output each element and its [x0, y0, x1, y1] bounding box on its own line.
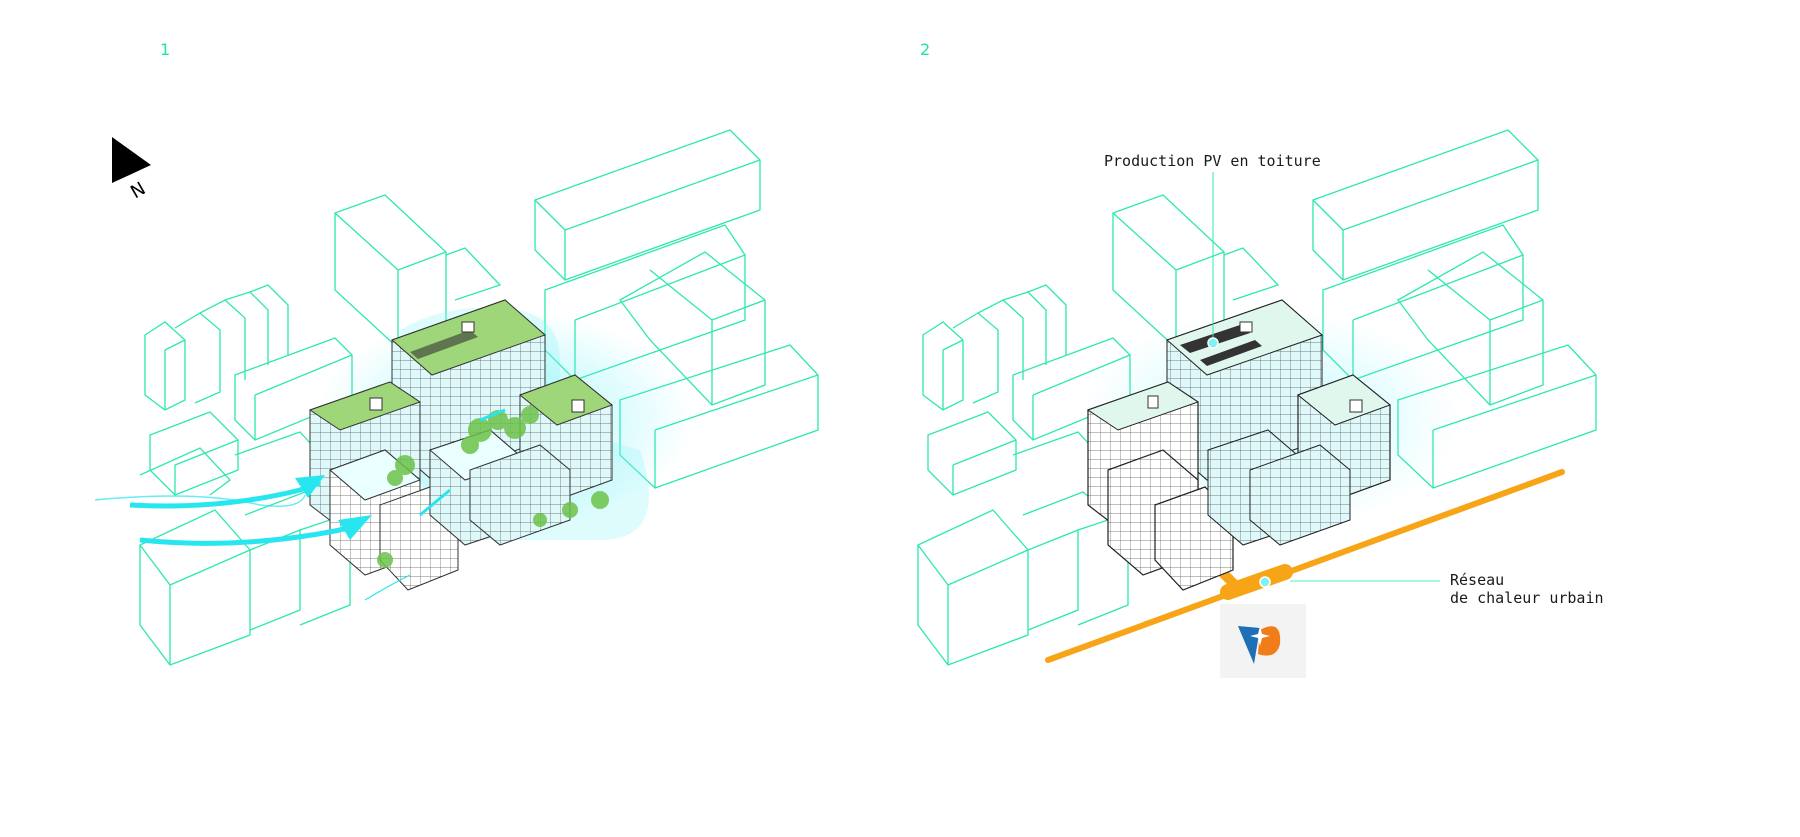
- network-connection-point: [1259, 576, 1271, 588]
- wind-flow-arrows: [94, 408, 506, 601]
- project-buildings-2: [1086, 299, 1392, 591]
- compass-letter: N: [127, 178, 149, 203]
- energy-provider-logo-icon: [1220, 604, 1306, 678]
- pv-pointer: [1207, 172, 1219, 349]
- pv-production-label: Production PV en toiture: [1104, 152, 1321, 170]
- network-label-line2: de chaleur urbain: [1450, 589, 1604, 607]
- panel-1: N: [94, 129, 819, 666]
- vegetation-1: [377, 406, 609, 568]
- network-label-line1: Réseau: [1450, 571, 1505, 589]
- panel-number-2: 2: [920, 40, 931, 59]
- panel-2: [917, 129, 1597, 666]
- panel-number-1: 1: [160, 40, 171, 59]
- north-arrow-icon: N: [112, 137, 151, 203]
